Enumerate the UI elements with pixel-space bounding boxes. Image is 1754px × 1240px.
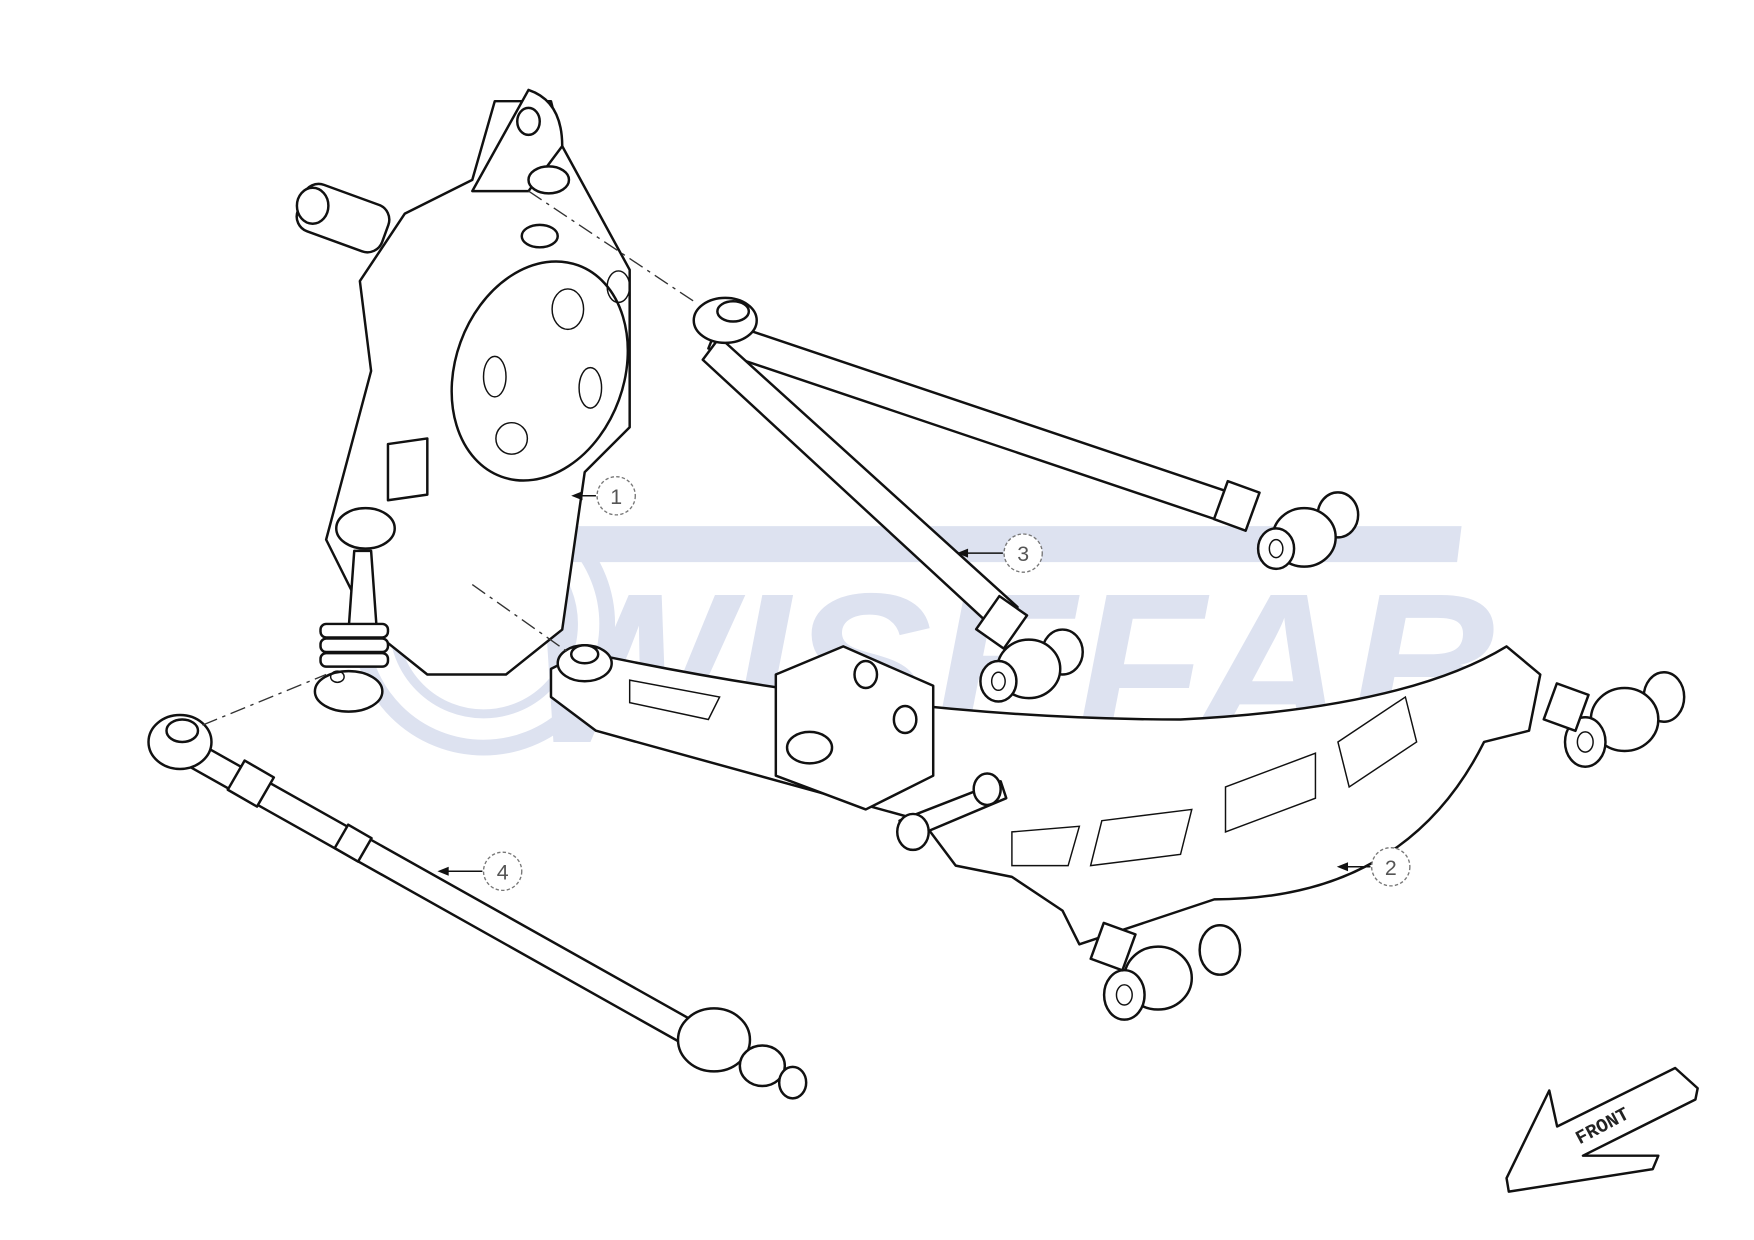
callout-number: 4 [497, 860, 509, 884]
front-direction-arrow: FRONT [1505, 1066, 1699, 1193]
upper-arm-part [692, 296, 1360, 703]
callout-number: 1 [610, 485, 622, 509]
center-lines [202, 190, 698, 726]
tie-rod-part [147, 713, 808, 1100]
callout-2: 2 [1336, 846, 1411, 887]
callout-number: 2 [1385, 856, 1397, 880]
callout-4: 4 [437, 851, 523, 892]
callout-1: 1 [571, 475, 636, 516]
knuckle-part [295, 88, 631, 713]
callout-3: 3 [956, 533, 1043, 573]
subframe-part [549, 644, 1686, 1021]
callout-number: 3 [1017, 542, 1029, 566]
